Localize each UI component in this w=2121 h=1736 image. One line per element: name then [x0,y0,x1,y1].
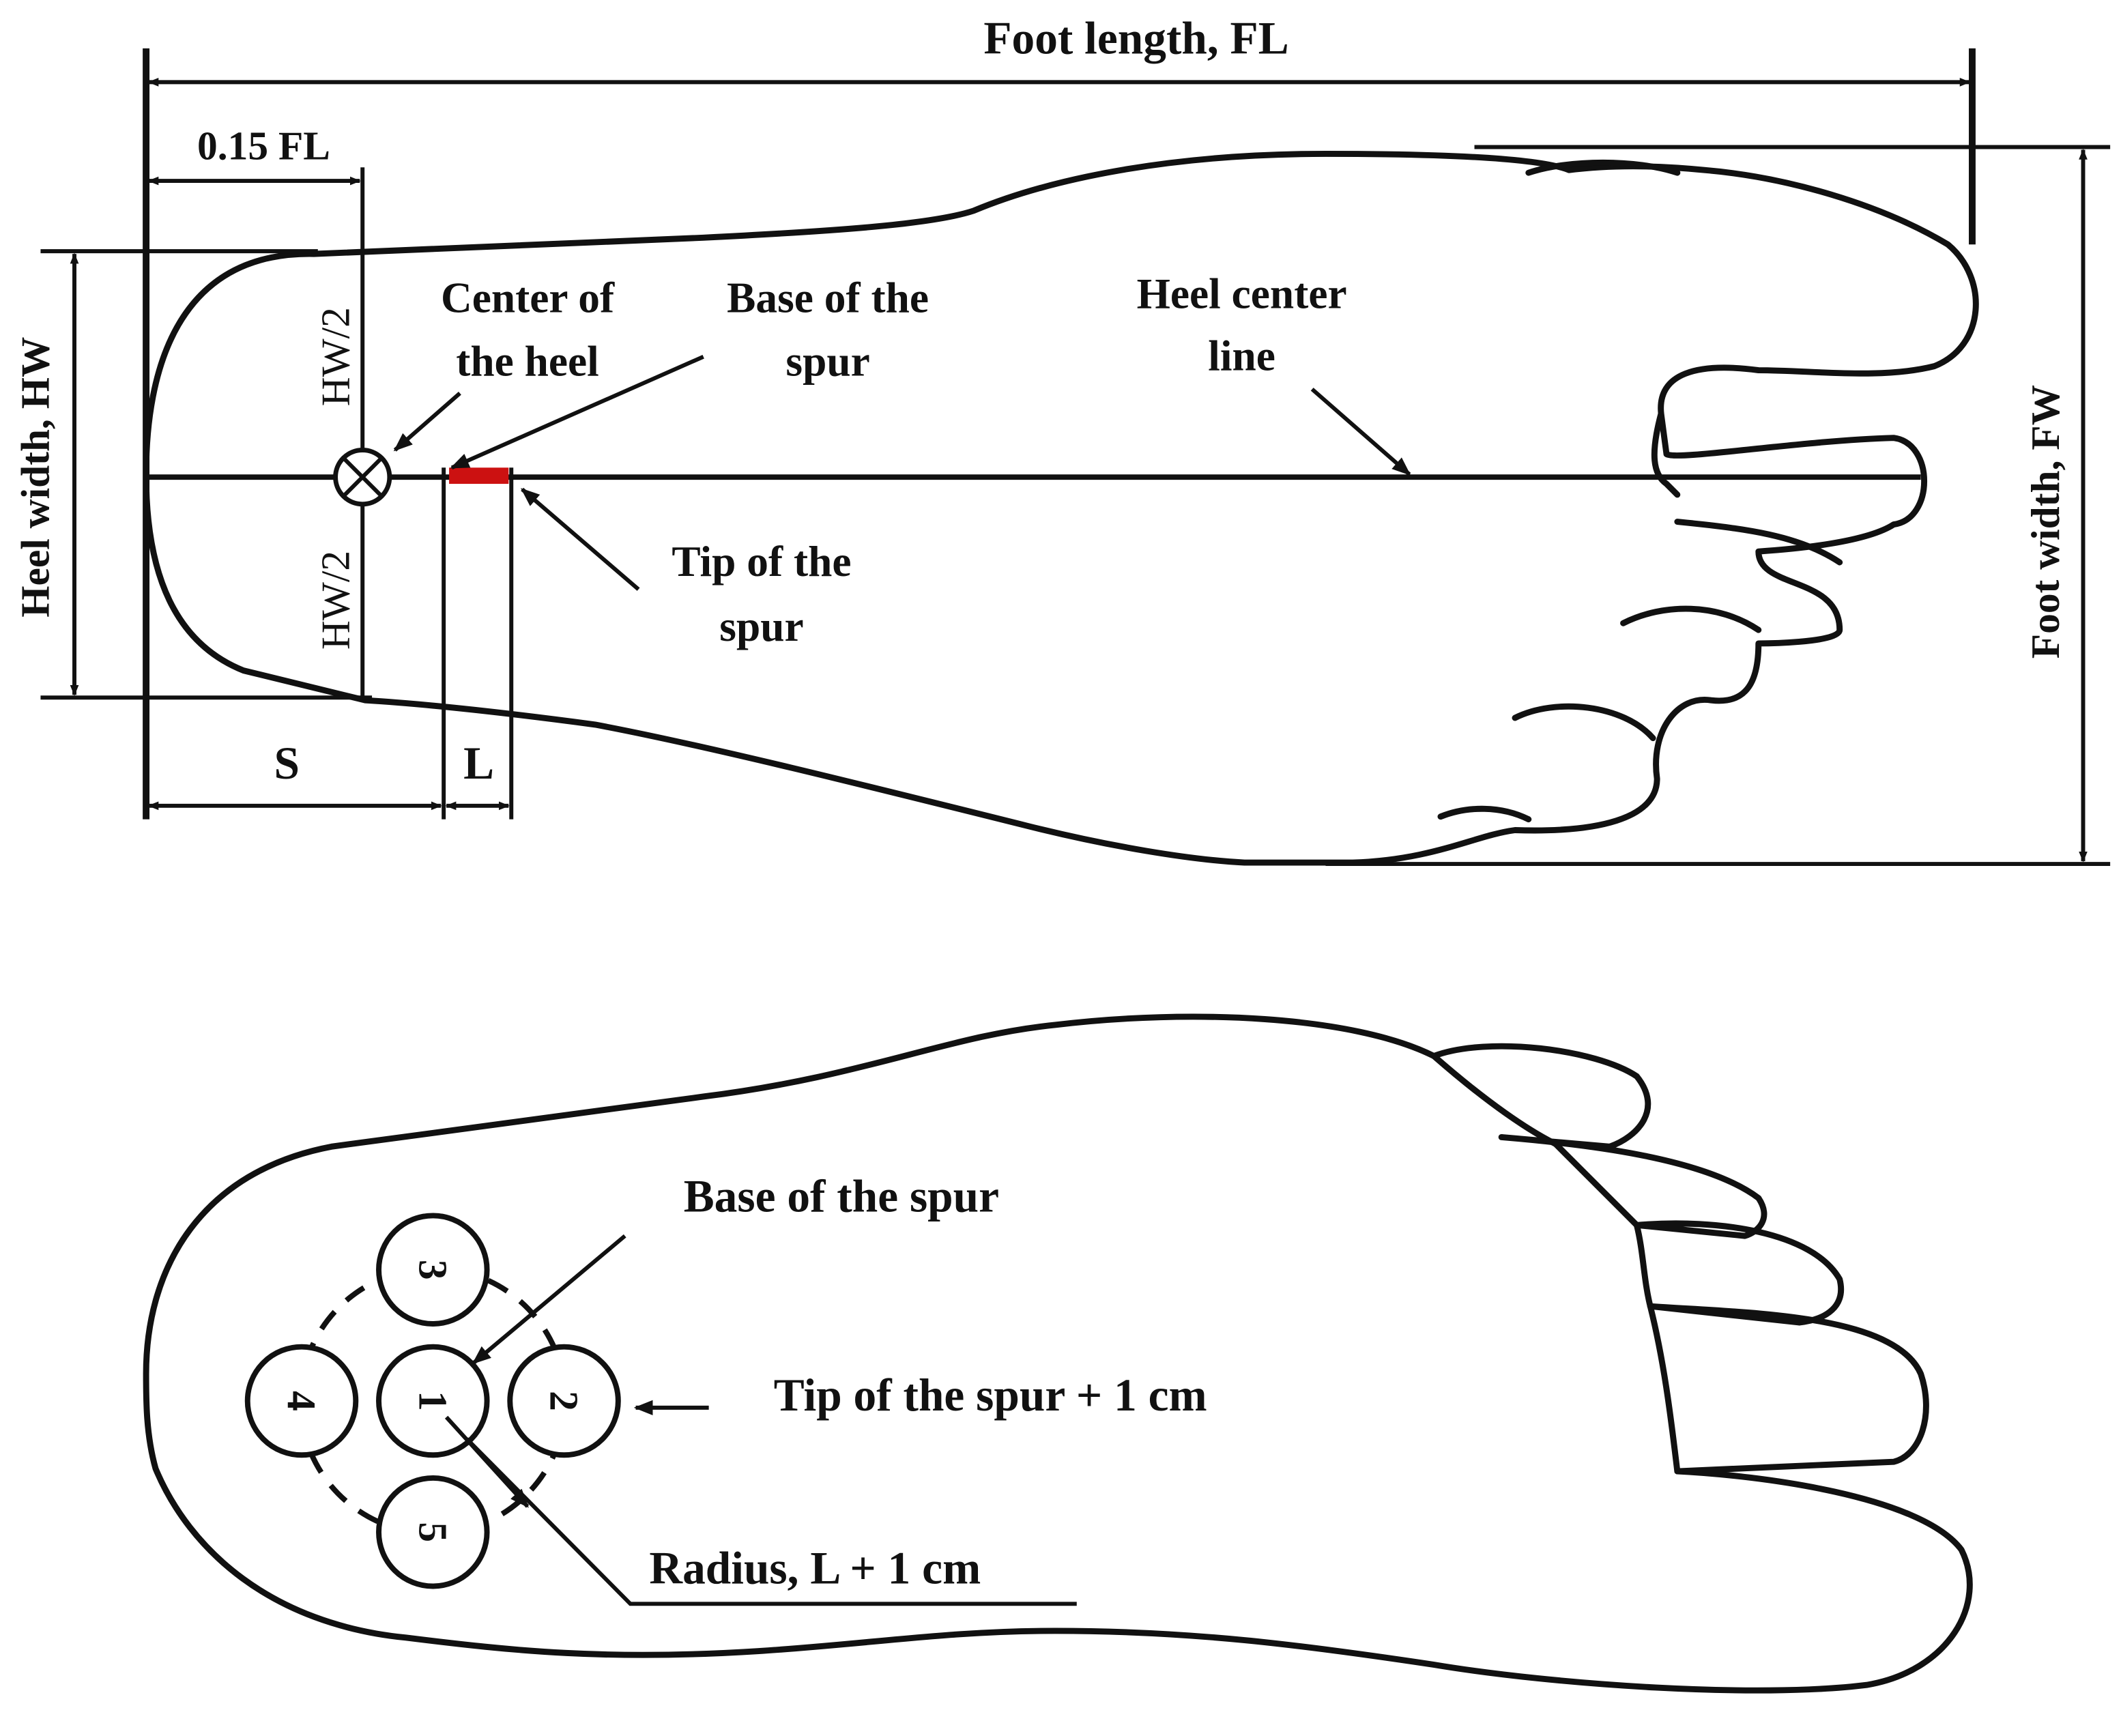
site-circle-4: 4 [244,1344,359,1458]
s-label: S [274,738,299,789]
site-label-5: 5 [410,1522,455,1542]
site-label-1: 1 [410,1391,455,1411]
top-foot-view: Foot length, FL 0.15 FL Heel width, HW H… [12,13,2111,867]
foot-width-label: Foot width, FW [2023,385,2068,659]
tip-of-spur-label-line-2: spur [719,602,803,650]
heel-width-label: Heel width, HW [12,337,57,618]
heel-center-marker [333,448,392,507]
top-foot-outline [143,150,1979,866]
base-of-spur-label-line-1: Base of the [727,273,929,321]
bottom-foot-view: 1 2 3 4 5 Base of the spur Tip of the sp… [143,1013,1973,1694]
site-circle-3: 3 [376,1213,490,1327]
bottom-toe-line-1 [1430,1053,1559,1147]
spur-marker [449,467,509,484]
half-heel-width-upper-label: HW/2 [313,307,358,406]
top-toe-line-1 [1651,410,1681,498]
heel-center-line-arrow [1310,388,1411,476]
tip-of-spur-label-line-1: Tip of the [672,537,851,585]
radius-leader-line [465,1437,1077,1606]
base-of-spur-label-line-2: spur [785,336,869,385]
l-label: L [463,738,494,789]
site-label-4: 4 [279,1391,324,1411]
foot-length-label: Foot length, FL [983,13,1288,64]
radius-label: Radius, L + 1 cm [649,1543,981,1594]
heel-center-line-label-line-1: Heel center [1137,269,1347,317]
heel-center-line-label-line-2: line [1208,332,1275,380]
bottom-toe-line-2 [1553,1140,1640,1228]
top-toe-line-3 [1620,605,1762,633]
center-of-heel-label-line-1: Center of [441,273,615,321]
site-circle-1: 1 [376,1344,490,1458]
site-label-3: 3 [410,1260,455,1280]
fl-fraction-label: 0.15 FL [197,123,330,168]
site-label-2: 2 [542,1391,587,1411]
tip-plus-label: Tip of the spur + 1 cm [774,1370,1207,1421]
site-circle-2: 2 [507,1344,621,1458]
bottom-base-of-spur-label: Base of the spur [684,1170,999,1221]
tip-of-spur-arrow [521,487,640,591]
half-heel-width-lower-label: HW/2 [313,551,358,650]
bottom-base-of-spur-arrow [472,1234,626,1365]
bottom-toe-line-3 [1633,1221,1654,1310]
site-circle-5: 5 [376,1475,490,1589]
top-toe-line-2 [1674,519,1843,566]
bottom-toe-line-4 [1647,1303,1681,1475]
center-of-heel-label-line-2: the heel [456,336,599,385]
base-of-spur-arrow [450,355,704,470]
top-toe-line-5 [1437,805,1532,823]
top-toe-line-4 [1512,703,1656,742]
bottom-foot-outline [143,1013,1973,1694]
top-toe-bump [1525,159,1681,176]
center-of-heel-arrow [393,392,461,452]
